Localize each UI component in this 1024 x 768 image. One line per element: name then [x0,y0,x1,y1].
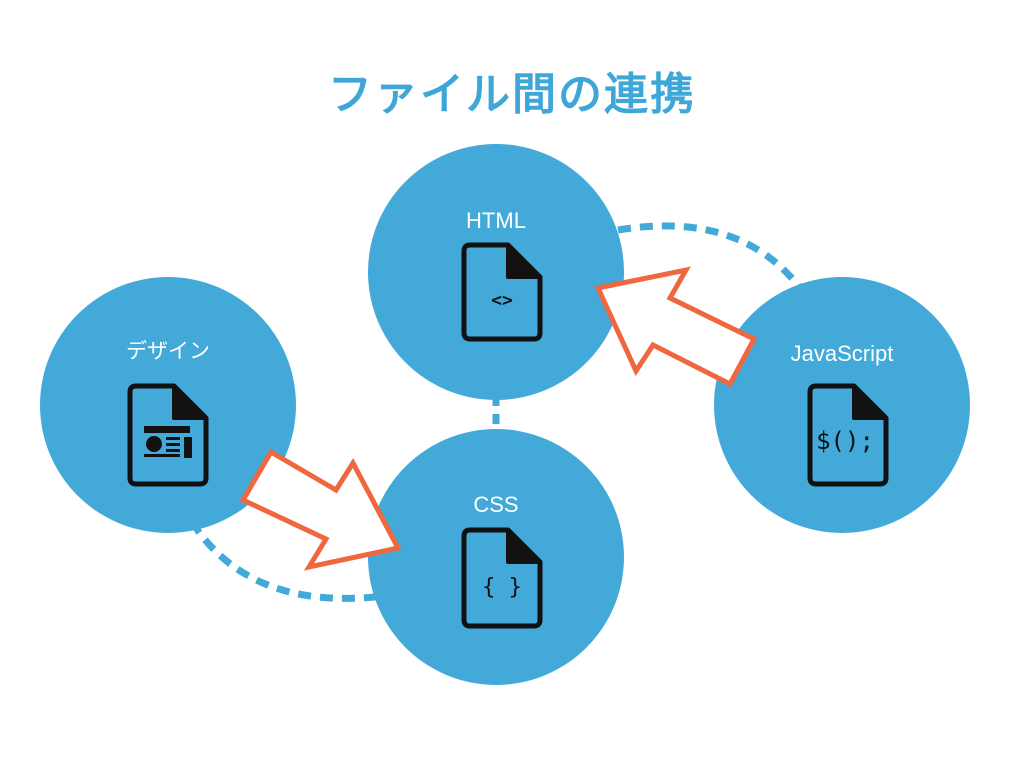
code-file-icon-text: <> [491,290,513,311]
node-javascript-label: JavaScript [791,341,894,366]
node-html-label: HTML [466,208,526,233]
node-design-circle [40,277,296,533]
braces-file-icon-text: { } [482,575,522,600]
arrow-javascript-to-html-icon [594,266,758,388]
code-file-icon: <> [461,242,543,342]
script-file-icon-text: $(); [816,427,874,455]
braces-file-icon: { } [461,527,543,629]
diagram-title: ファイル間の連携 [328,69,696,120]
connector-design-css [189,520,385,602]
node-css-circle [368,429,624,685]
node-html-circle [368,144,624,400]
connector-html-javascript [617,222,803,291]
arrow-design-to-css-icon [239,448,402,571]
script-file-icon: $(); [807,383,889,487]
node-design-label: デザイン [126,339,210,363]
node-javascript-circle [714,277,970,533]
node-css-label: CSS [473,492,518,517]
layout-file-icon [127,383,209,487]
